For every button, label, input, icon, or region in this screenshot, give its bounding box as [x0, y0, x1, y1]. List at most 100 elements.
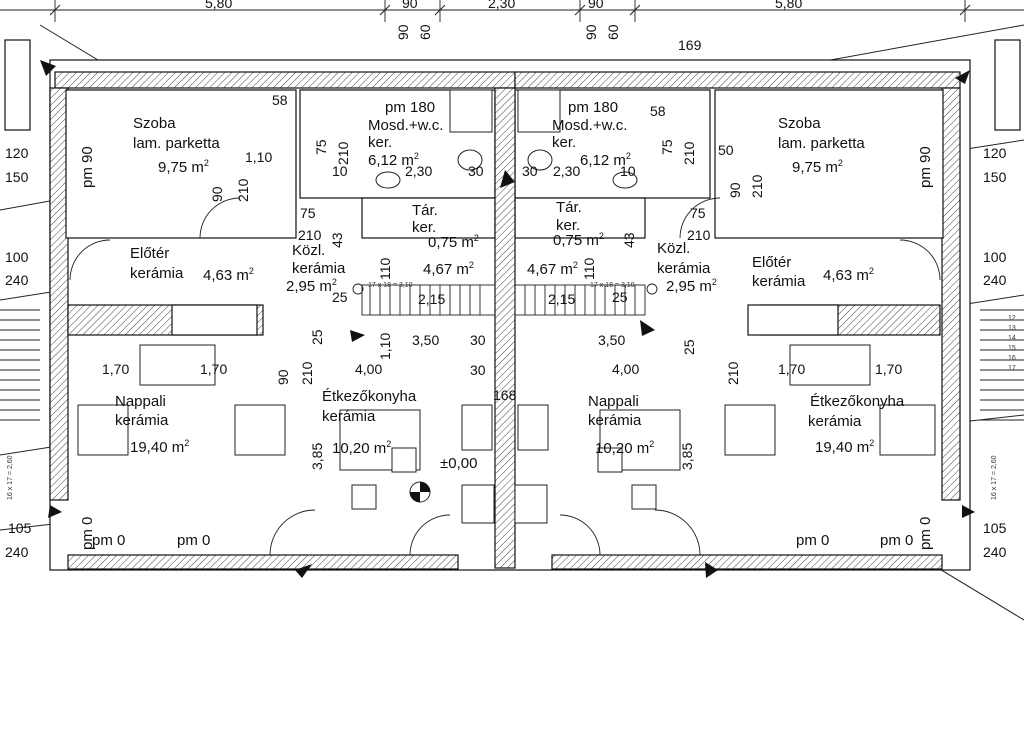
stove-right	[514, 484, 548, 524]
room-area: 10,20 m2	[595, 439, 654, 457]
room-name: Közl.	[657, 240, 690, 257]
level-pm0: pm 0	[796, 532, 829, 549]
room-area: 9,75 m2	[158, 158, 209, 176]
dim-right: 105	[983, 520, 1007, 536]
room-name: Előtér	[752, 254, 791, 271]
step-number: 17	[1008, 365, 1016, 372]
dim-top-90-left: 90	[402, 0, 418, 11]
dim-210-vertical: 210	[235, 178, 251, 202]
dim-left: 100	[5, 249, 29, 265]
dim-25: 25	[332, 289, 348, 305]
interior-dimensions: 169 168 120 150 100 240 105 240 120 150 …	[5, 37, 1007, 560]
bathtub-right	[517, 89, 561, 133]
dim-30-left: 30	[468, 163, 484, 179]
dim-170: 1,70	[102, 361, 129, 377]
level-zero: ±0,00	[440, 455, 477, 472]
top-dimension-chain: 5,80 90 2,30 90 5,80 90 60 90 60	[0, 0, 1024, 40]
dim-110-vertical: 1,10	[377, 333, 393, 360]
dim-30: 30	[470, 332, 486, 348]
stair-side-left-label: 16 x 17 = 2,60	[7, 455, 14, 500]
dim-left: 240	[5, 544, 29, 560]
dim-left: 105	[8, 520, 32, 536]
step-number: 13	[1008, 325, 1016, 332]
room-name: Szoba	[778, 115, 821, 132]
chair	[351, 484, 377, 510]
dim-58-right: 58	[650, 103, 666, 119]
dim-10-right: 10	[620, 163, 636, 179]
room-floor: ker.	[552, 134, 576, 151]
bathtub-left	[449, 89, 493, 133]
room-level: pm 180	[385, 99, 435, 116]
armchair-right-2	[879, 404, 936, 456]
stove-left	[461, 484, 495, 524]
dim-30: 30	[470, 362, 486, 378]
room-area: 10,20 m2	[332, 439, 391, 457]
dim-385-vertical: 3,85	[679, 443, 695, 470]
dim-top-right: 5,80	[775, 0, 802, 11]
furniture	[77, 89, 936, 524]
dim-v90-right: 90	[583, 24, 599, 40]
dim-230-left: 2,30	[405, 163, 432, 179]
level-pm0: pm 0	[177, 532, 210, 549]
chair	[391, 447, 417, 473]
dim-43-vertical: 43	[329, 232, 345, 248]
dim-right: 240	[983, 272, 1007, 288]
dim-170: 1,70	[875, 361, 902, 377]
room-floor: kerámia	[292, 260, 346, 277]
room-area: 4,63 m2	[823, 266, 874, 284]
room-name: Tár.	[412, 202, 438, 219]
stair-area: 4,67 m2	[527, 260, 578, 278]
room-floor: kerámia	[752, 273, 806, 290]
dim-110-vertical: 110	[377, 257, 393, 280]
room-name: Tár.	[556, 199, 582, 216]
room-area: 9,75 m2	[792, 158, 843, 176]
dim-30-right: 30	[522, 163, 538, 179]
room-name: Nappali	[115, 393, 166, 410]
dim-400-left: 4,00	[355, 361, 382, 377]
dim-350-left: 3,50	[412, 332, 439, 348]
kitchen-sink-right	[517, 404, 549, 451]
dim-overall: 168	[493, 387, 517, 403]
room-name: Mosd.+w.c.	[368, 117, 443, 134]
dim-right: 150	[983, 169, 1007, 185]
dim-385-vertical: 3,85	[309, 443, 325, 470]
dim-210-vertical: 210	[681, 141, 697, 165]
room-name: Étkezőkonyha	[810, 393, 905, 410]
dim-right: 120	[983, 145, 1007, 161]
step-number: 14	[1008, 335, 1016, 342]
room-name: Étkezőkonyha	[322, 388, 417, 405]
dim-v90-left: 90	[395, 24, 411, 40]
level-pm90-left: pm 90	[79, 146, 96, 188]
dim-210-vertical: 210	[335, 141, 351, 165]
armchair-left-2	[234, 404, 286, 456]
dim-25-vertical: 25	[309, 329, 325, 345]
room-floor: kerámia	[130, 265, 184, 282]
level-pm0-vertical: pm 0	[79, 517, 96, 550]
dim-75: 75	[690, 205, 706, 221]
stair-area: 4,67 m2	[423, 260, 474, 278]
room-floor: lam. parketta	[133, 135, 220, 152]
dim-v60-right: 60	[605, 24, 621, 40]
level-pm0: pm 0	[92, 532, 125, 549]
dim-overall: 169	[678, 37, 702, 53]
toilet-left	[457, 149, 483, 171]
dim-10-left: 10	[332, 163, 348, 179]
dim-v60-left: 60	[417, 24, 433, 40]
dim-left: 150	[5, 169, 29, 185]
room-floor: ker.	[412, 219, 436, 236]
dim-right: 240	[983, 544, 1007, 560]
room-floor: kerámia	[322, 408, 376, 425]
toilet-right	[527, 149, 553, 171]
dim-110: 1,10	[245, 149, 272, 165]
kitchen-sink-left	[461, 404, 493, 451]
room-area: 6,12 m2	[368, 151, 419, 169]
doors	[69, 197, 941, 556]
dim-110-vertical: 110	[581, 257, 597, 280]
room-area: 6,12 m2	[580, 151, 631, 169]
dim-210-vertical: 210	[299, 361, 315, 385]
dim-75-vertical: 75	[659, 139, 675, 155]
room-level: pm 180	[568, 99, 618, 116]
dim-58-left: 58	[272, 92, 288, 108]
dim-400-right: 4,00	[612, 361, 639, 377]
armchair-right	[724, 404, 776, 456]
